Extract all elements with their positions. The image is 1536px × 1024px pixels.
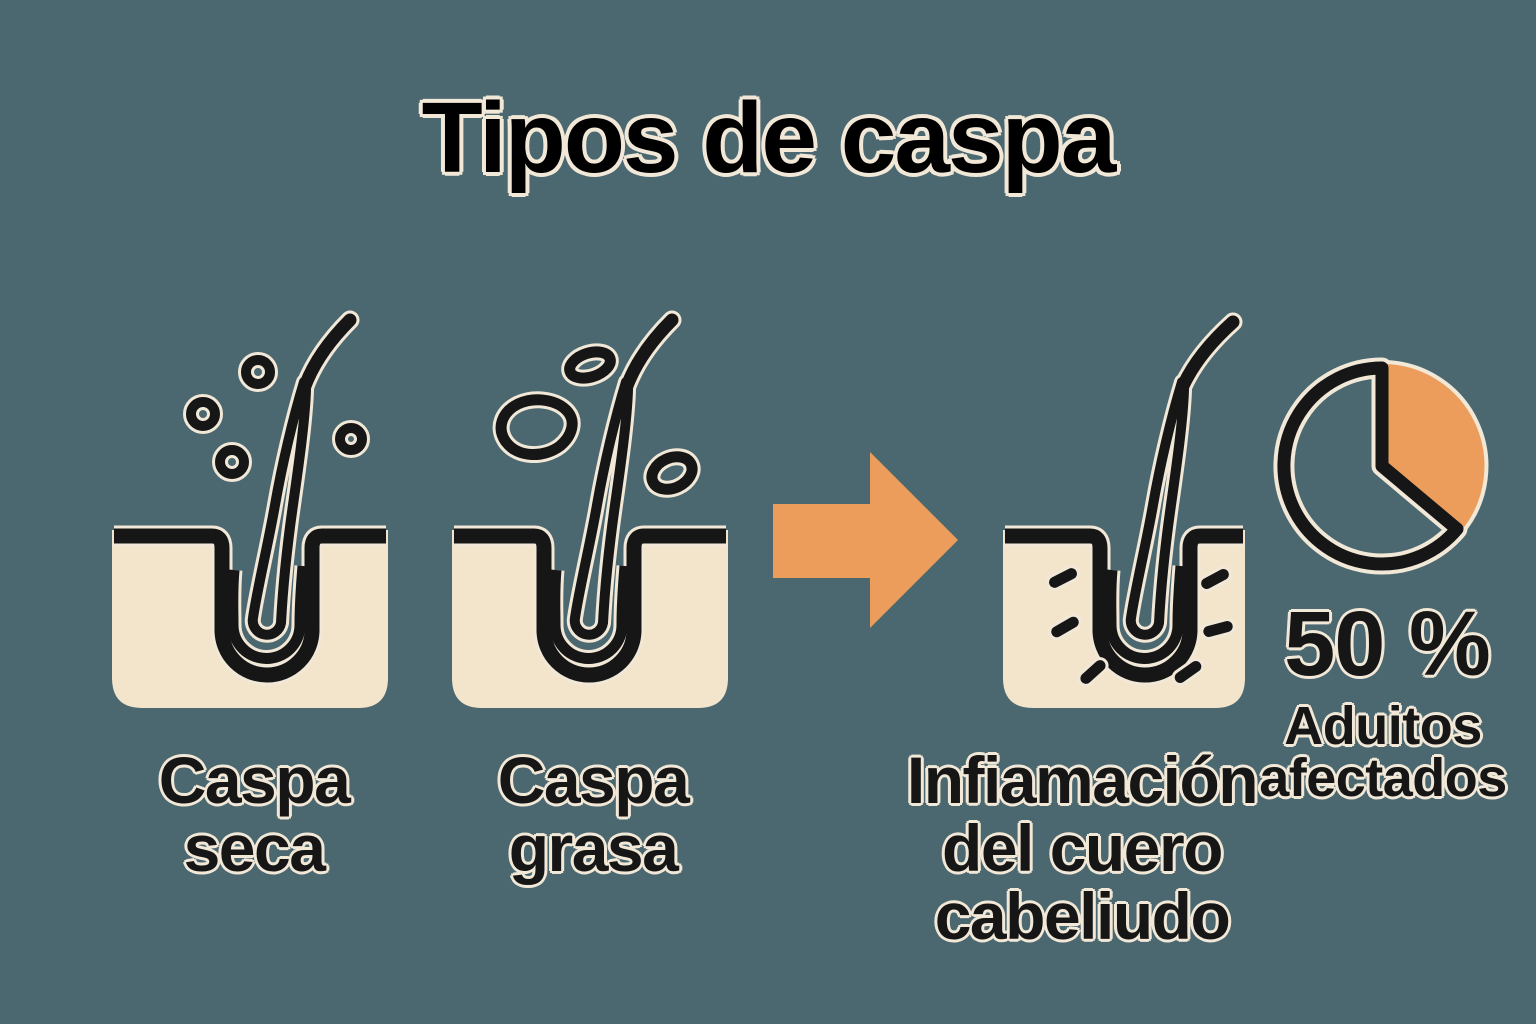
label-line: Caspa: [158, 743, 351, 817]
inflammation-ray: [1200, 618, 1236, 640]
follicle-inner-sheath: [1105, 565, 1187, 664]
hair-strand: [1125, 377, 1189, 640]
dry-dandruff-illustration: [112, 310, 388, 708]
pie-chart: [1273, 357, 1489, 575]
flake-ring: [335, 423, 367, 455]
inflammation-ray: [1048, 613, 1082, 641]
flake-ring: [241, 355, 275, 389]
label-line: Infiamación: [906, 743, 1259, 817]
skin-surface-and-follicle-wall: [1005, 528, 1243, 683]
sebum-blob: [564, 346, 616, 384]
inflammation-ray: [1198, 566, 1232, 592]
arrow-right-icon: [773, 452, 958, 628]
follicle-group: [454, 310, 726, 686]
label-line: grasa: [508, 811, 679, 885]
hair-tip: [620, 313, 679, 393]
page-title: Tipos de caspa: [421, 82, 1117, 194]
skin-fill: [452, 530, 728, 708]
sebum-blob: [646, 451, 698, 495]
hair-tip: [298, 313, 357, 393]
label-line: cabeliudo: [934, 879, 1231, 953]
follicle-inner-sheath: [549, 565, 631, 664]
dry-flake-rings: [186, 355, 367, 479]
follicle-group: [1005, 312, 1243, 686]
stat-caption-line: Aduitos: [1284, 696, 1482, 756]
label-line: seca: [183, 811, 326, 885]
skin-surface-and-follicle-wall: [114, 528, 386, 683]
label-inflamacion: Infiamación del cuero cabeliudo: [902, 746, 1262, 950]
label-caspa-grasa: Caspa grasa: [453, 746, 733, 882]
inflammation-rays: [1046, 565, 1236, 687]
oily-flake-blobs: [492, 343, 701, 498]
pie-highlight-sector: [1380, 359, 1489, 536]
label-line: Caspa: [497, 743, 690, 817]
stat-caption: Aduitos afectados: [1248, 696, 1518, 808]
hair-strand: [569, 377, 633, 640]
oily-dandruff-illustration: [452, 310, 728, 708]
hair-strand: [247, 377, 311, 640]
label-line: del cuero: [942, 811, 1223, 885]
hair-tip: [1176, 315, 1240, 393]
pie-remainder-outline: [1277, 361, 1464, 571]
skin-surface-and-follicle-wall: [454, 528, 726, 683]
stat-caption-line: afectados: [1259, 748, 1507, 808]
flake-ring: [186, 397, 220, 431]
inflammation-ray: [1077, 657, 1109, 687]
label-caspa-seca: Caspa seca: [114, 746, 394, 882]
inflammation-ray: [1171, 658, 1205, 686]
follicle-inner-sheath: [227, 565, 309, 664]
arrow-shape: [773, 452, 958, 628]
inflammation-ray: [1046, 565, 1080, 591]
inflamed-scalp-illustration: [1003, 312, 1245, 708]
flake-ring: [215, 445, 249, 479]
sebum-blob: [495, 394, 578, 461]
stat-percentage: 50 %: [1284, 593, 1491, 695]
